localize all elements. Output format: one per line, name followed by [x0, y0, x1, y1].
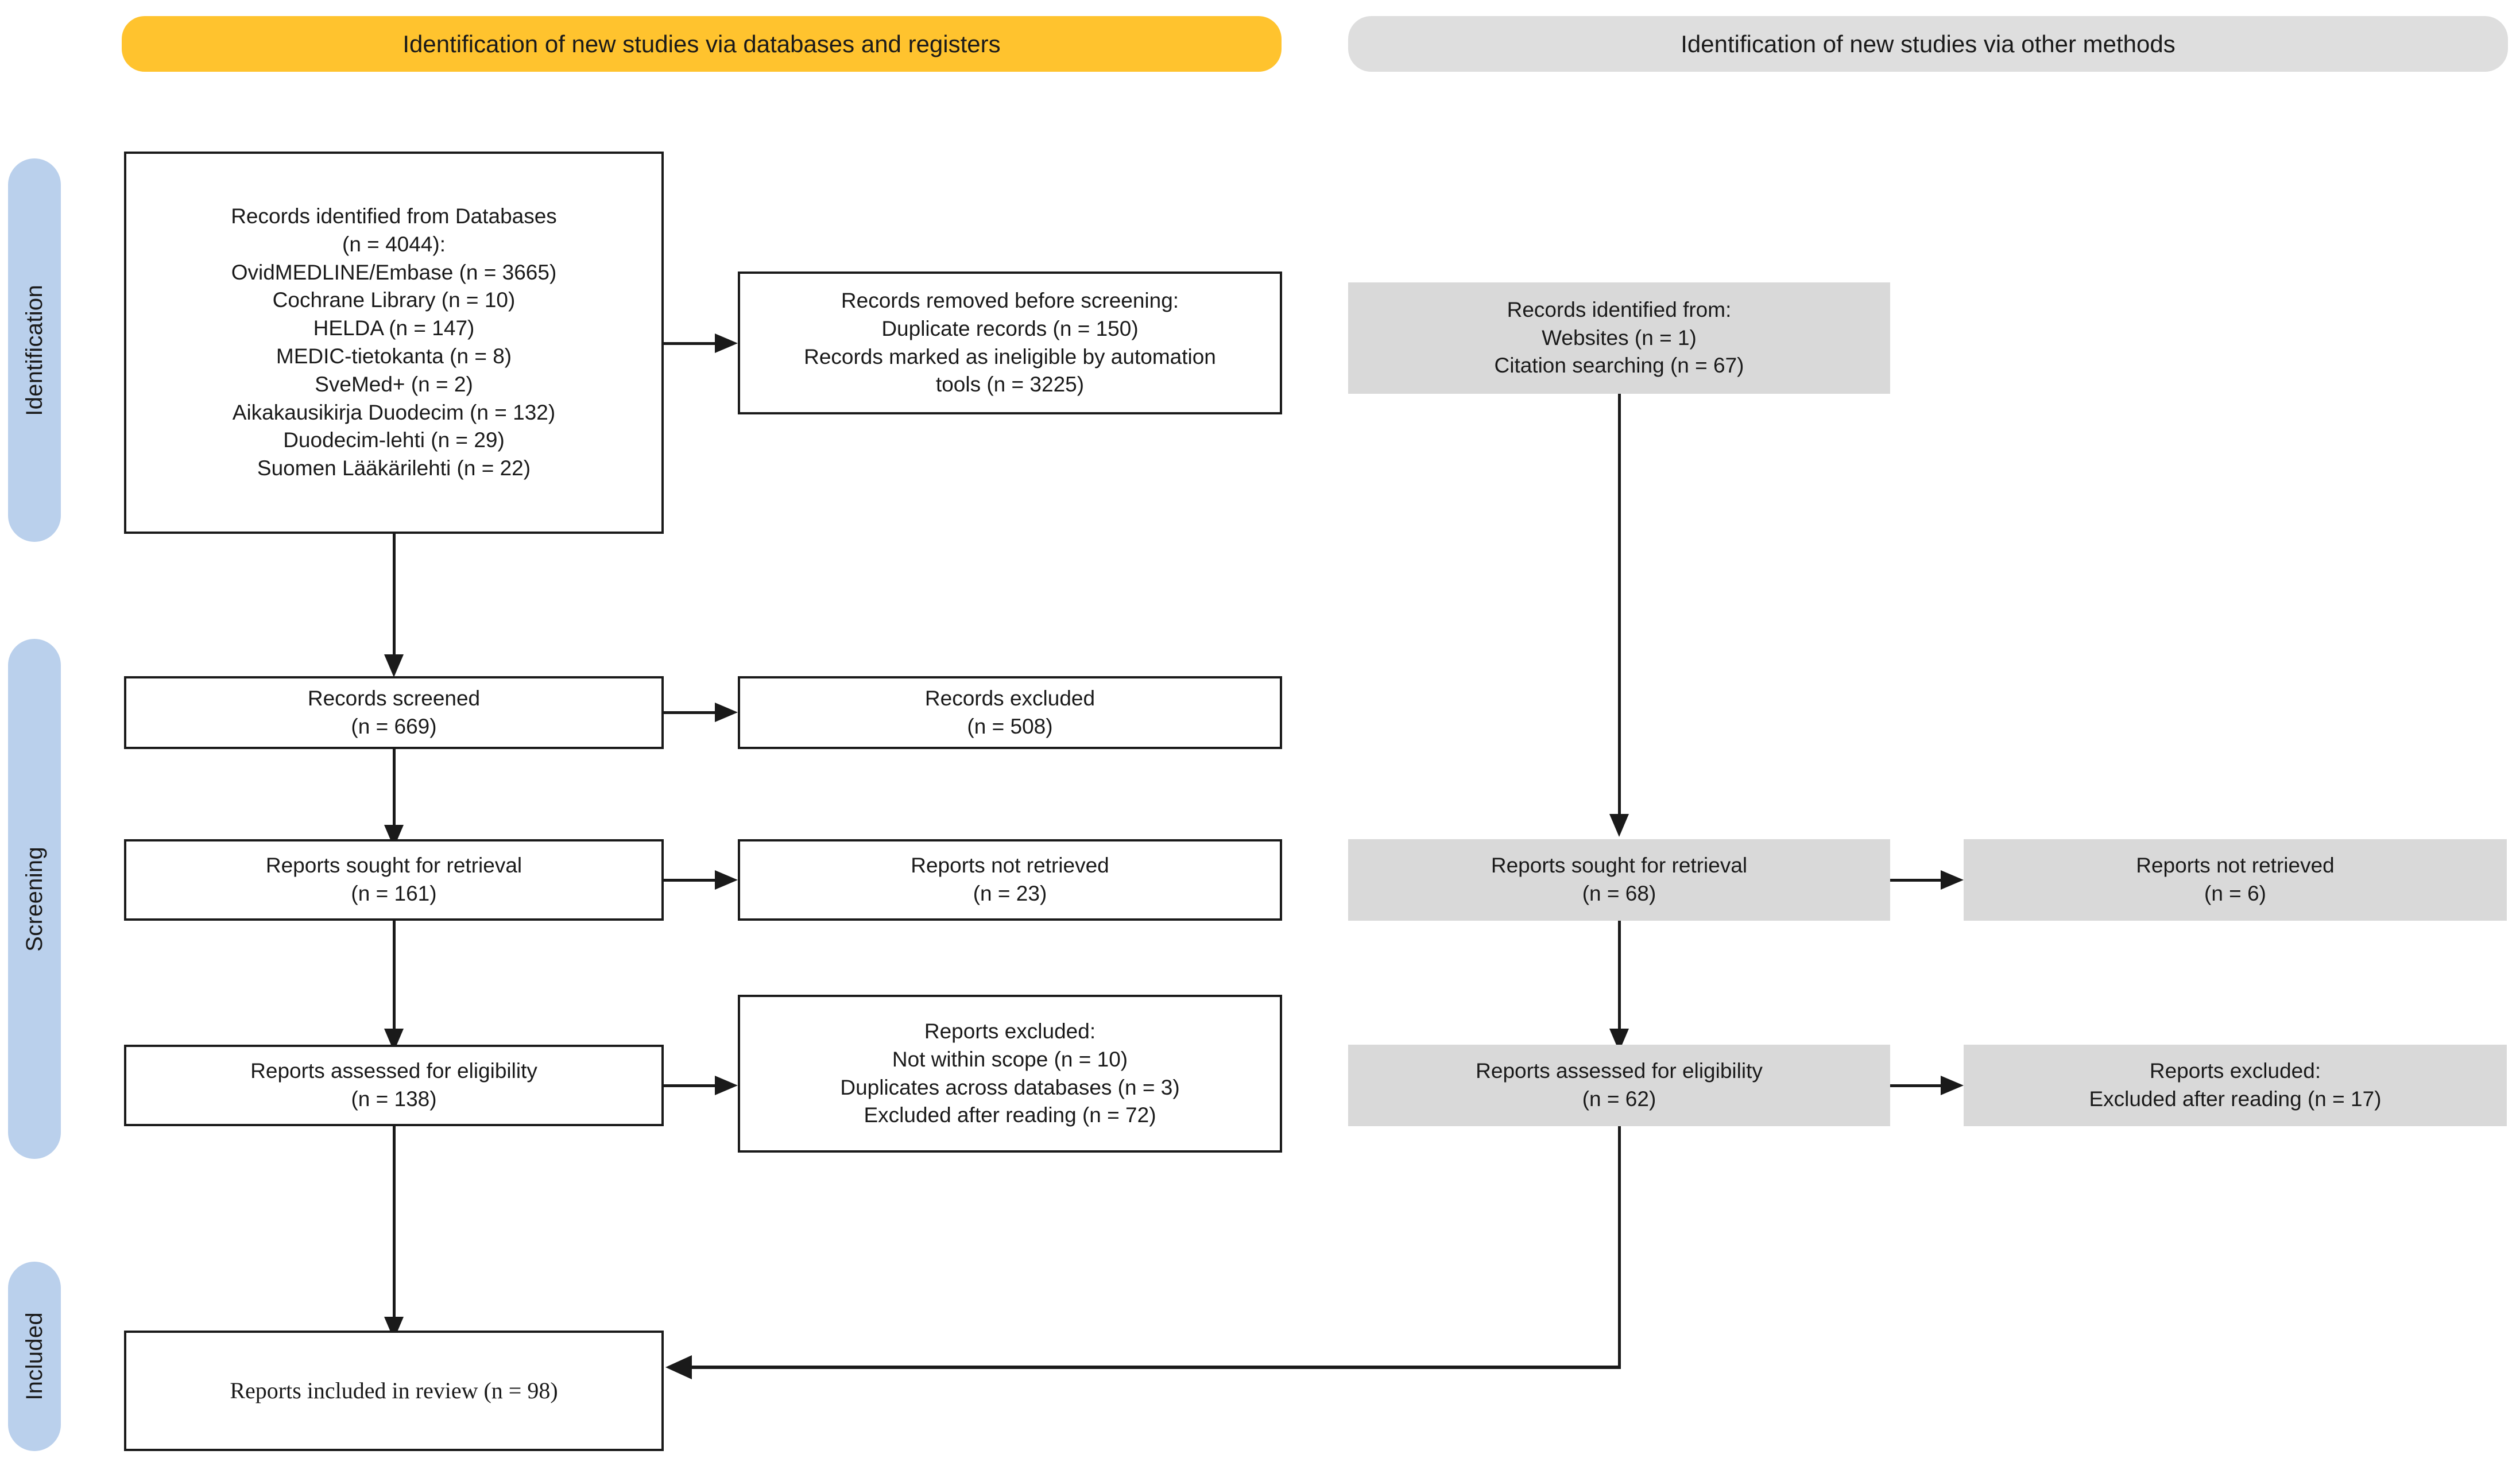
connector-other-sought-to-assessed	[1618, 921, 1621, 1033]
phase-tab-screening-label: Screening	[21, 846, 47, 952]
box-reports-sought-retrieval-text: Reports sought for retrieval (n = 161)	[265, 854, 522, 905]
banner-other-methods-label: Identification of new studies via other …	[1681, 30, 2176, 57]
box-records-identified-databases: Records identified from Databases (n = 4…	[124, 152, 664, 534]
box-reports-sought-retrieval: Reports sought for retrieval (n = 161)	[124, 839, 664, 921]
box-other-reports-assessed-eligibility-text: Reports assessed for eligibility (n = 62…	[1476, 1059, 1763, 1111]
phase-tab-identification-label: Identification	[21, 284, 47, 416]
box-reports-included-in-review: Reports included in review (n = 98)	[124, 1331, 664, 1451]
box-reports-assessed-eligibility-text: Reports assessed for eligibility (n = 13…	[250, 1059, 537, 1111]
box-reports-not-retrieved-text: Reports not retrieved (n = 23)	[911, 854, 1109, 905]
phase-tab-included-label: Included	[21, 1312, 47, 1401]
arrowhead-other-sought-to-not-retrieved	[1941, 870, 1964, 890]
phase-tab-identification: Identification	[8, 158, 61, 542]
connector-sought-to-assessed	[393, 921, 396, 1033]
connector-other-sought-to-not-retrieved	[1890, 879, 1944, 882]
phase-tab-included: Included	[8, 1262, 61, 1451]
connector-other-identified-to-sought	[1618, 394, 1621, 819]
box-records-identified-other-methods: Records identified from: Websites (n = 1…	[1348, 282, 1890, 394]
arrowhead-other-identified-to-sought	[1609, 814, 1629, 837]
arrowhead-other-assessed-to-included	[665, 1355, 692, 1379]
banner-databases: Identification of new studies via databa…	[122, 16, 1282, 72]
phase-tab-screening: Screening	[8, 639, 61, 1159]
connector-assessed-to-reports-excluded	[664, 1084, 717, 1087]
arrowhead-screened-to-excluded	[715, 703, 738, 722]
connector-other-assessed-to-included-horizontal	[692, 1366, 1621, 1369]
banner-databases-label: Identification of new studies via databa…	[402, 30, 1001, 57]
banner-other-methods: Identification of new studies via other …	[1348, 16, 2508, 72]
connector-screened-to-sought	[393, 749, 396, 829]
box-records-excluded-text: Records excluded (n = 508)	[924, 686, 1096, 738]
connector-identified-to-removed	[664, 342, 717, 345]
connector-other-assessed-to-included-vertical	[1618, 1126, 1621, 1368]
box-reports-excluded-detailed: Reports excluded: Not within scope (n = …	[738, 995, 1282, 1153]
arrowhead-identified-to-screened	[384, 654, 404, 677]
box-other-reports-sought-retrieval-text: Reports sought for retrieval (n = 68)	[1491, 854, 1748, 905]
box-records-removed-before-screening-text: Records removed before screening: Duplic…	[804, 288, 1216, 397]
box-records-removed-before-screening: Records removed before screening: Duplic…	[738, 272, 1282, 414]
connector-assessed-to-included	[393, 1126, 396, 1321]
box-other-reports-excluded: Reports excluded: Excluded after reading…	[1964, 1045, 2507, 1126]
box-other-reports-not-retrieved-text: Reports not retrieved (n = 6)	[2136, 854, 2335, 905]
box-other-reports-not-retrieved: Reports not retrieved (n = 6)	[1964, 839, 2507, 921]
arrowhead-sought-to-not-retrieved	[715, 870, 738, 890]
box-reports-assessed-eligibility: Reports assessed for eligibility (n = 13…	[124, 1045, 664, 1126]
arrowhead-identified-to-removed	[715, 333, 738, 353]
connector-screened-to-excluded	[664, 711, 717, 714]
box-records-identified-other-methods-text: Records identified from: Websites (n = 1…	[1494, 297, 1744, 378]
box-other-reports-assessed-eligibility: Reports assessed for eligibility (n = 62…	[1348, 1045, 1890, 1126]
arrowhead-other-assessed-to-reports-excluded	[1941, 1076, 1964, 1095]
connector-identified-to-screened	[393, 534, 396, 659]
box-records-screened-text: Records screened (n = 669)	[307, 686, 481, 738]
box-records-identified-databases-text: Records identified from Databases (n = 4…	[231, 204, 557, 480]
box-records-screened: Records screened (n = 669)	[124, 676, 664, 749]
connector-sought-to-not-retrieved	[664, 879, 717, 882]
box-other-reports-excluded-text: Reports excluded: Excluded after reading…	[2089, 1059, 2382, 1111]
box-reports-not-retrieved: Reports not retrieved (n = 23)	[738, 839, 1282, 921]
box-other-reports-sought-retrieval: Reports sought for retrieval (n = 68)	[1348, 839, 1890, 921]
box-records-excluded: Records excluded (n = 508)	[738, 676, 1282, 749]
connector-other-assessed-to-reports-excluded	[1890, 1084, 1944, 1087]
box-reports-excluded-detailed-text: Reports excluded: Not within scope (n = …	[840, 1019, 1180, 1127]
box-reports-included-in-review-text: Reports included in review (n = 98)	[230, 1377, 558, 1403]
arrowhead-assessed-to-reports-excluded	[715, 1076, 738, 1095]
